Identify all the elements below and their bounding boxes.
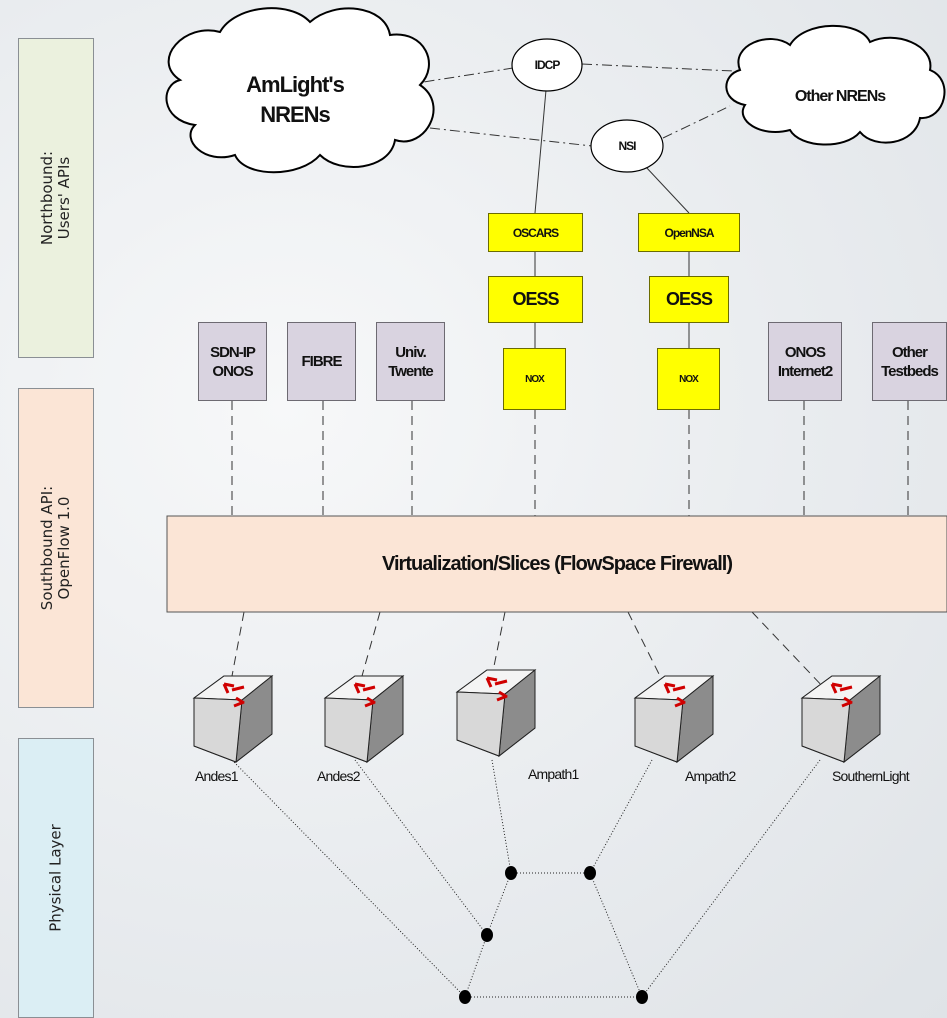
physical-nodes — [459, 866, 648, 1004]
switch-label-andes1: Andes1 — [195, 768, 238, 784]
other-testbeds-box: Other Testbeds — [872, 322, 947, 401]
switch-label-andes2: Andes2 — [317, 768, 360, 784]
switch-icons — [192, 668, 882, 764]
switch-label-southernlight: SouthernLight — [832, 768, 910, 784]
oscars-box: OSCARS — [488, 213, 583, 252]
other-nrens-label: Other NRENs — [794, 88, 886, 105]
link-virt-andes2 — [361, 611, 381, 677]
phys-n1-n2 — [464, 934, 488, 998]
physical-layer: Physical Layer — [18, 738, 94, 1018]
oess-box-2: OESS — [649, 276, 729, 323]
opennsa-box: OpenNSA — [638, 213, 740, 252]
link-amlight-nsi — [429, 127, 593, 147]
link-virt-ampath2 — [627, 611, 661, 677]
northbound-layer: Northbound: Users' APIs — [18, 38, 94, 358]
phys-n2-n3 — [486, 872, 512, 936]
amlight-cloud — [165, 7, 435, 174]
fibre-box: FIBRE — [287, 322, 356, 401]
link-idcp-oscars — [534, 89, 547, 214]
univ-twente-box: Univ. Twente — [376, 322, 445, 401]
link-nsi-opennsa — [644, 165, 690, 214]
link-virt-ampath1 — [491, 611, 506, 677]
idcp-node — [511, 38, 583, 92]
nsi-label: NSI — [618, 139, 636, 153]
link-virt-andes1 — [231, 611, 245, 677]
link-nsi-other — [662, 105, 731, 139]
link-idcp-other — [581, 63, 756, 73]
virtualization-box — [166, 515, 947, 613]
virtualization-label: Virtualization/Slices (FlowSpace Firewal… — [382, 552, 733, 575]
other-nrens-cloud — [725, 24, 946, 146]
switch-label-ampath1: Ampath1 — [528, 766, 579, 782]
switch-label-ampath2: Ampath2 — [685, 768, 736, 784]
nsi-node — [590, 119, 664, 173]
nox-box-1: NOX — [503, 348, 566, 410]
phys-ampath1-n3 — [491, 759, 512, 874]
phys-andes2-n2 — [354, 759, 488, 936]
phys-southern-n5 — [641, 759, 821, 998]
nox-box-2: NOX — [657, 348, 720, 410]
sdnip-onos-box: SDN-IP ONOS — [198, 322, 267, 401]
phys-n4-n5 — [589, 872, 643, 998]
link-virt-southernlight — [751, 611, 827, 691]
onos-internet2-box: ONOS Internet2 — [768, 322, 842, 401]
oess-box-1: OESS — [488, 276, 583, 323]
southbound-layer: Southbound API: OpenFlow 1.0 — [18, 388, 94, 708]
phys-ampath2-n4 — [589, 759, 653, 874]
idcp-label: IDCP — [534, 58, 561, 72]
amlight-cloud-label: AmLight's NRENs — [246, 72, 345, 127]
phys-andes1-n1 — [231, 759, 466, 998]
